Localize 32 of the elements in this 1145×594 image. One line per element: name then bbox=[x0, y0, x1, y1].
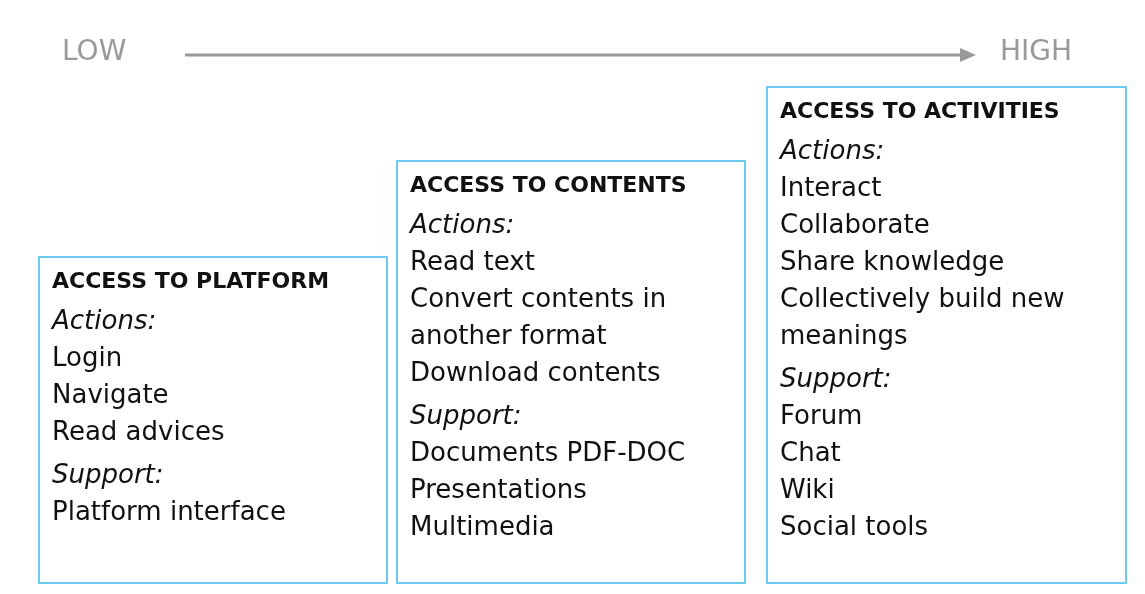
section-label: Actions: bbox=[52, 304, 158, 337]
scale-label: HIGH bbox=[1000, 34, 1073, 67]
category-box bbox=[396, 160, 746, 584]
category-box bbox=[766, 86, 1127, 584]
list-item: Read advices bbox=[52, 415, 226, 448]
box-heading: ACCESS TO ACTIVITIES bbox=[780, 97, 1061, 125]
section-label: Actions: bbox=[780, 134, 886, 167]
section-label: Support: bbox=[780, 362, 893, 395]
list-item: Multimedia bbox=[410, 510, 556, 543]
list-item: Documents PDF-DOC bbox=[410, 436, 687, 469]
list-item: Read text bbox=[410, 245, 536, 278]
list-item: Navigate bbox=[52, 378, 170, 411]
list-item: Download contents bbox=[410, 356, 662, 389]
list-item: Platform interface bbox=[52, 495, 287, 528]
list-item: Chat bbox=[780, 436, 842, 469]
list-item: Collaborate bbox=[780, 208, 931, 241]
box-heading: ACCESS TO CONTENTS bbox=[410, 171, 688, 199]
list-item: Convert contents in another format bbox=[410, 282, 668, 352]
list-item: Interact bbox=[780, 171, 883, 204]
section-label: Support: bbox=[52, 458, 165, 491]
list-item: Presentations bbox=[410, 473, 588, 506]
list-item: Share knowledge bbox=[780, 245, 1006, 278]
scale-label: LOW bbox=[62, 34, 127, 67]
list-item: Login bbox=[52, 341, 124, 374]
section-label: Actions: bbox=[410, 208, 516, 241]
list-item: Collectively build new meanings bbox=[780, 282, 1066, 352]
list-item: Social tools bbox=[780, 510, 930, 543]
list-item: Wiki bbox=[780, 473, 836, 506]
category-box bbox=[38, 256, 388, 584]
box-heading: ACCESS TO PLATFORM bbox=[52, 267, 331, 295]
section-label: Support: bbox=[410, 399, 523, 432]
list-item: Forum bbox=[780, 399, 864, 432]
